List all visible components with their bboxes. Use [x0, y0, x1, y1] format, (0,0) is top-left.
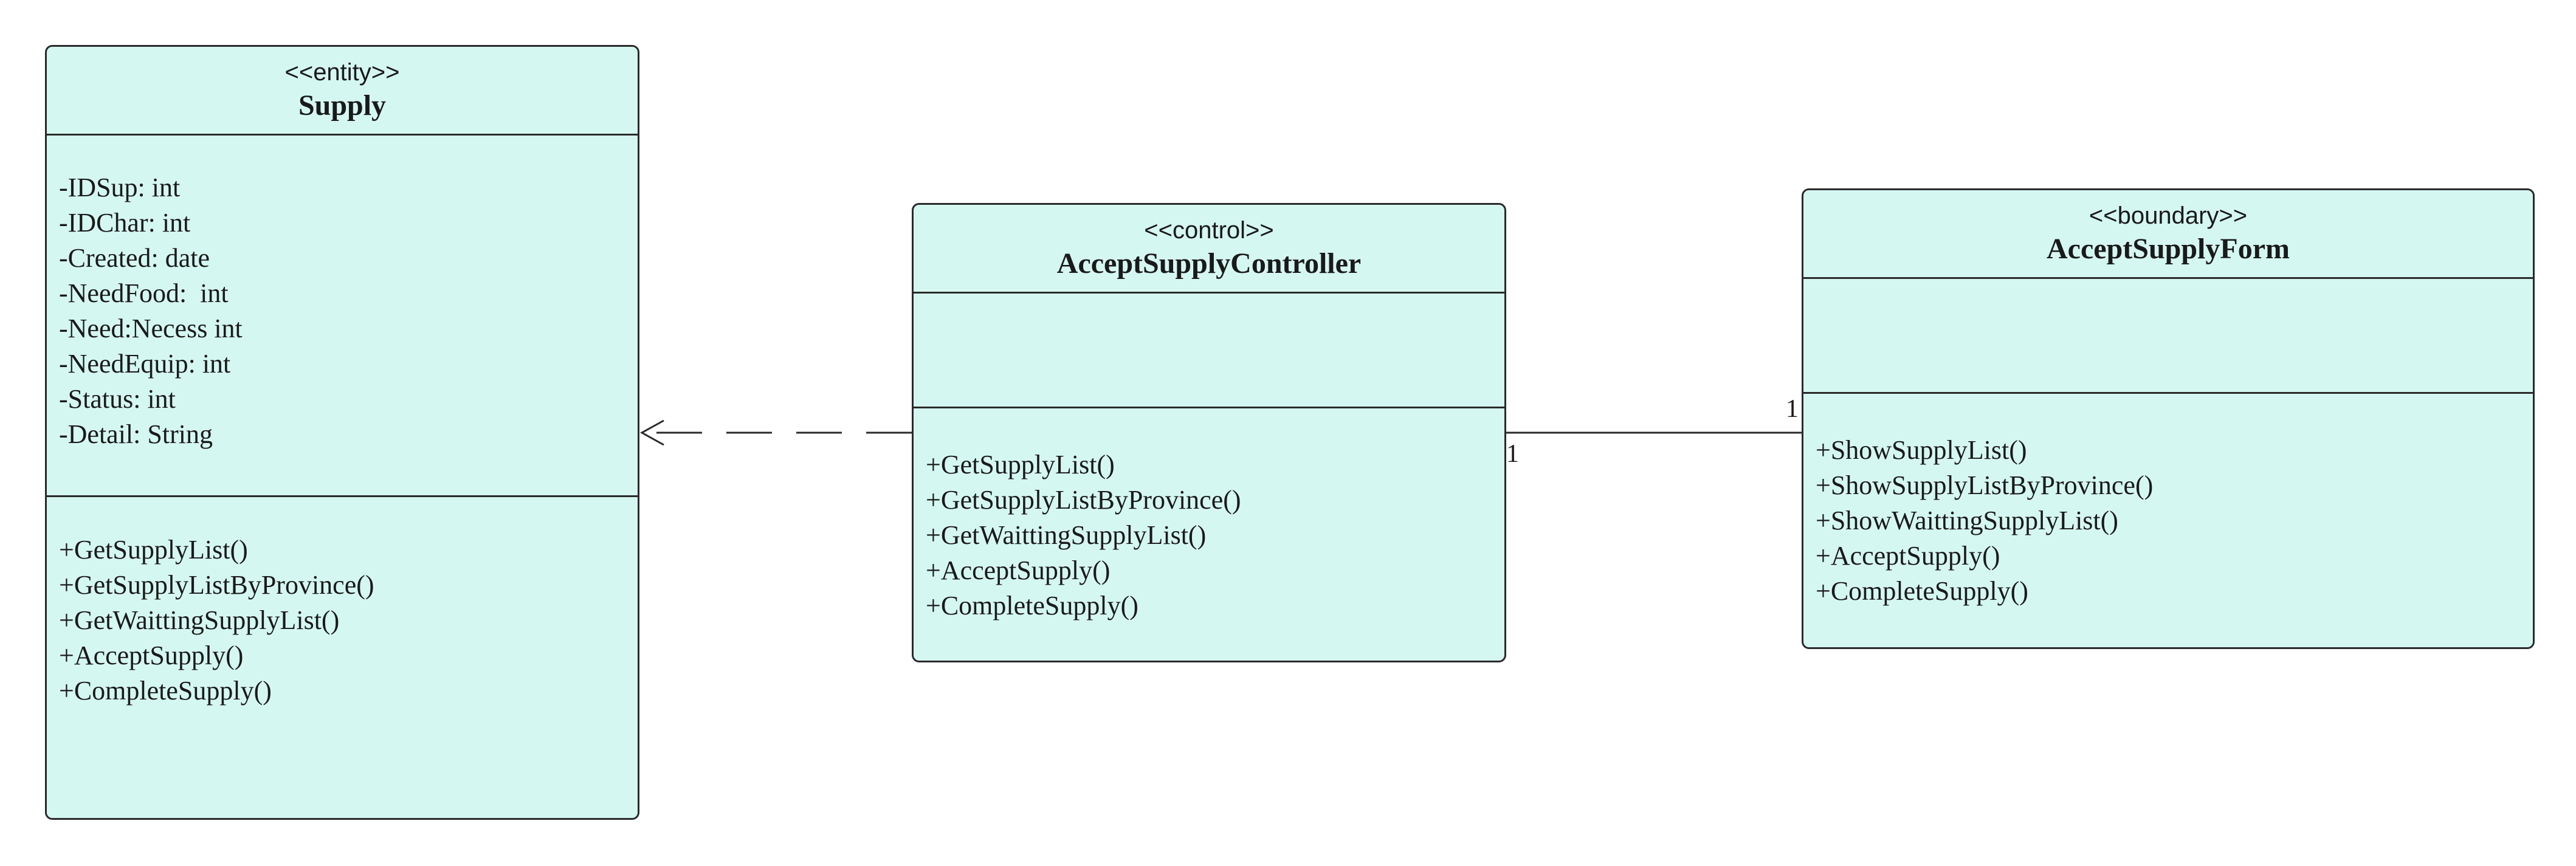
attribute: -IDSup: int — [59, 173, 181, 202]
class-supply[interactable]: <<entity>> Supply -IDSup: int -IDChar: i… — [45, 45, 639, 820]
class-name: Supply — [298, 89, 387, 122]
stereotype-label: <<boundary>> — [2089, 202, 2248, 229]
operation: +AcceptSupply() — [926, 555, 1111, 585]
stereotype-label: <<control>> — [1144, 217, 1274, 244]
association-multiplicity-controller: 1 — [1506, 440, 1519, 468]
operations-section: +GetSupplyList() +GetSupplyListByProvinc… — [914, 408, 1504, 624]
attribute: -IDChar: int — [59, 208, 191, 238]
operation: +GetSupplyListByProvince() — [926, 485, 1241, 515]
class-name: AcceptSupplyForm — [2047, 233, 2290, 265]
attribute: -Status: int — [59, 384, 176, 414]
attributes-section: -IDSup: int -IDChar: int -Created: date … — [47, 136, 638, 497]
dependency-arrowhead — [639, 419, 664, 446]
attribute: -NeedFood: int — [59, 278, 229, 308]
operation: +ShowWaittingSupplyList() — [1816, 506, 2118, 535]
operations-section: +GetSupplyList() +GetSupplyListByProvinc… — [47, 497, 638, 709]
attribute: -NeedEquip: int — [59, 349, 231, 379]
operations-section: +ShowSupplyList() +ShowSupplyListByProvi… — [1803, 394, 2533, 609]
class-header: <<entity>> Supply — [47, 47, 638, 136]
operation: +CompleteSupply() — [59, 676, 272, 706]
attribute: -Created: date — [59, 243, 210, 273]
attribute: -Detail: String — [59, 419, 213, 449]
attributes-section — [914, 294, 1504, 408]
attribute: -Need:Necess int — [59, 314, 243, 343]
operation: +GetWaittingSupplyList() — [59, 605, 340, 635]
operation: +GetSupplyList() — [926, 450, 1115, 479]
operation: +AcceptSupply() — [1816, 541, 2000, 571]
class-header: <<boundary>> AcceptSupplyForm — [1803, 190, 2533, 279]
operation: +ShowSupplyList() — [1816, 435, 2027, 465]
operation: +GetWaittingSupplyList() — [926, 520, 1207, 550]
operation: +AcceptSupply() — [59, 641, 244, 670]
stereotype-label: <<entity>> — [284, 59, 400, 86]
association-multiplicity-form: 1 — [1786, 395, 1799, 423]
operation: +GetSupplyListByProvince() — [59, 570, 374, 600]
operation: +GetSupplyList() — [59, 535, 248, 565]
class-accept-supply-form[interactable]: <<boundary>> AcceptSupplyForm +ShowSuppl… — [1802, 188, 2535, 649]
operation: +CompleteSupply() — [926, 591, 1138, 620]
class-accept-supply-controller[interactable]: <<control>> AcceptSupplyController +GetS… — [912, 203, 1506, 662]
operation: +CompleteSupply() — [1816, 576, 2028, 606]
operation: +ShowSupplyListByProvince() — [1816, 470, 2154, 500]
attributes-section — [1803, 279, 2533, 394]
class-name: AcceptSupplyController — [1056, 247, 1362, 280]
class-header: <<control>> AcceptSupplyController — [914, 205, 1504, 294]
